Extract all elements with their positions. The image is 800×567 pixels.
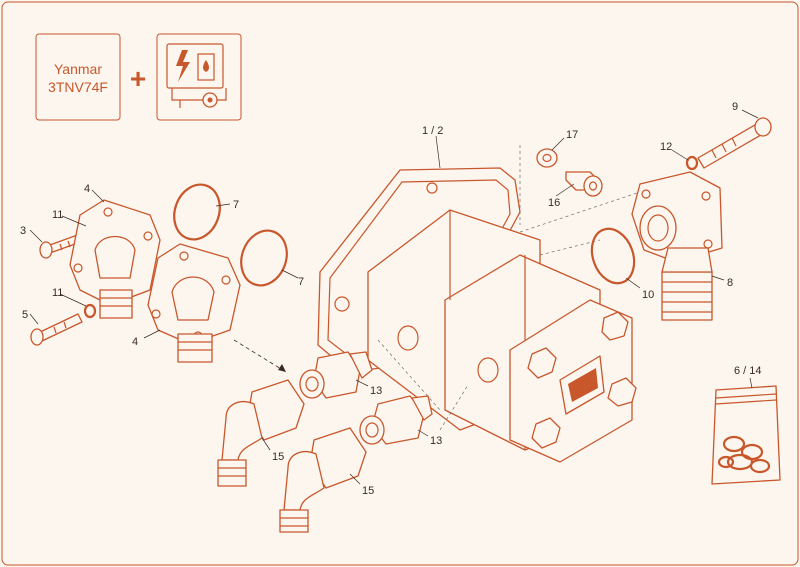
callout-3: 3 [20, 225, 26, 237]
leader-lines [29, 109, 759, 485]
hydraulic-pump-body [317, 167, 637, 463]
fitting-13-upper [299, 351, 373, 399]
washer-17 [536, 148, 558, 168]
callout-4-upper: 4 [84, 183, 90, 195]
seal-kit-bag [711, 385, 781, 485]
callout-15-upper: 15 [272, 451, 284, 463]
bolt-9 [697, 117, 772, 169]
engine-brand: Yanmar [54, 61, 102, 77]
plus-sign: + [130, 63, 146, 94]
elbow-15-lower [279, 427, 367, 533]
o-ring-7-left [173, 183, 221, 241]
assembly-arrow [233, 339, 287, 373]
centerline-5 [439, 384, 469, 431]
callout-16: 16 [548, 197, 560, 209]
bolt-16 [565, 171, 603, 197]
centerline-3 [539, 239, 601, 256]
callout-10: 10 [642, 289, 654, 301]
callout-13-lower: 13 [430, 435, 442, 447]
washer-11-lower [83, 303, 97, 319]
bolt-5 [30, 313, 83, 346]
flange-8 [631, 171, 723, 321]
engine-model: 3TNV74F [48, 79, 108, 95]
callout-15-lower: 15 [362, 485, 374, 497]
callout-7-left: 7 [233, 199, 239, 211]
callout-12: 12 [660, 141, 672, 153]
elbow-15-upper [217, 379, 305, 487]
callout-11-lower: 11 [52, 287, 63, 299]
callout-6-14: 6 / 14 [734, 365, 762, 377]
fitting-13-lower [359, 395, 433, 445]
callout-7-right: 7 [298, 276, 304, 288]
flange-4-upper [69, 199, 161, 319]
engine-model-box: Yanmar 3TNV74F [35, 33, 121, 121]
callout-13-upper: 13 [370, 385, 382, 397]
o-ring-7-right [240, 229, 288, 287]
electric-hydraulic-icon [156, 33, 242, 121]
flange-4-lower [147, 243, 241, 363]
callout-17: 17 [566, 129, 578, 141]
callout-labels: 1 / 2 3 4 4 5 6 / 14 7 7 8 9 10 11 11 12… [20, 101, 762, 497]
callout-1-2: 1 / 2 [422, 125, 443, 137]
callout-8: 8 [727, 277, 733, 289]
callout-4-lower: 4 [132, 336, 138, 348]
callout-11-upper: 11 [52, 209, 63, 221]
callout-9: 9 [732, 101, 738, 113]
callout-5: 5 [22, 309, 28, 321]
o-ring-10 [590, 227, 636, 285]
washer-12 [685, 155, 699, 171]
centerline-2 [519, 191, 641, 233]
